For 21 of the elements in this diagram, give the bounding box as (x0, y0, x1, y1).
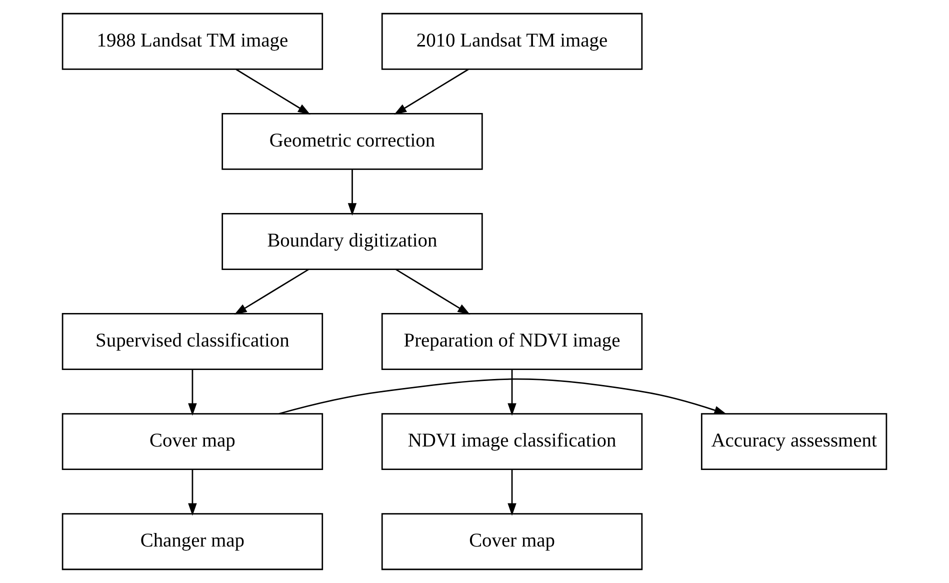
node-box: Boundary digitization (222, 213, 483, 270)
arrow (188, 470, 197, 516)
node-box: Supervised classification (62, 313, 324, 370)
node-box: Preparation of NDVI image (381, 313, 643, 370)
arrow (278, 378, 727, 414)
arrow (508, 470, 516, 516)
node-box: NDVI image classification (381, 413, 643, 470)
arrow (348, 169, 357, 216)
arrow (396, 268, 470, 315)
arrow (236, 68, 310, 115)
node-box: Cover map (62, 413, 324, 470)
node-box: Changer map (62, 513, 324, 570)
node-box: 1988 Landsat TM image (62, 12, 324, 70)
arrow (188, 369, 197, 416)
arrow (234, 268, 309, 315)
arrow (394, 68, 469, 115)
node-box: Cover map (381, 513, 643, 570)
node-box: Geometric correction (222, 112, 483, 170)
node-box: 2010 Landsat TM image (381, 12, 643, 70)
arrow (508, 369, 516, 416)
node-box: Accuracy assessment (700, 413, 888, 470)
